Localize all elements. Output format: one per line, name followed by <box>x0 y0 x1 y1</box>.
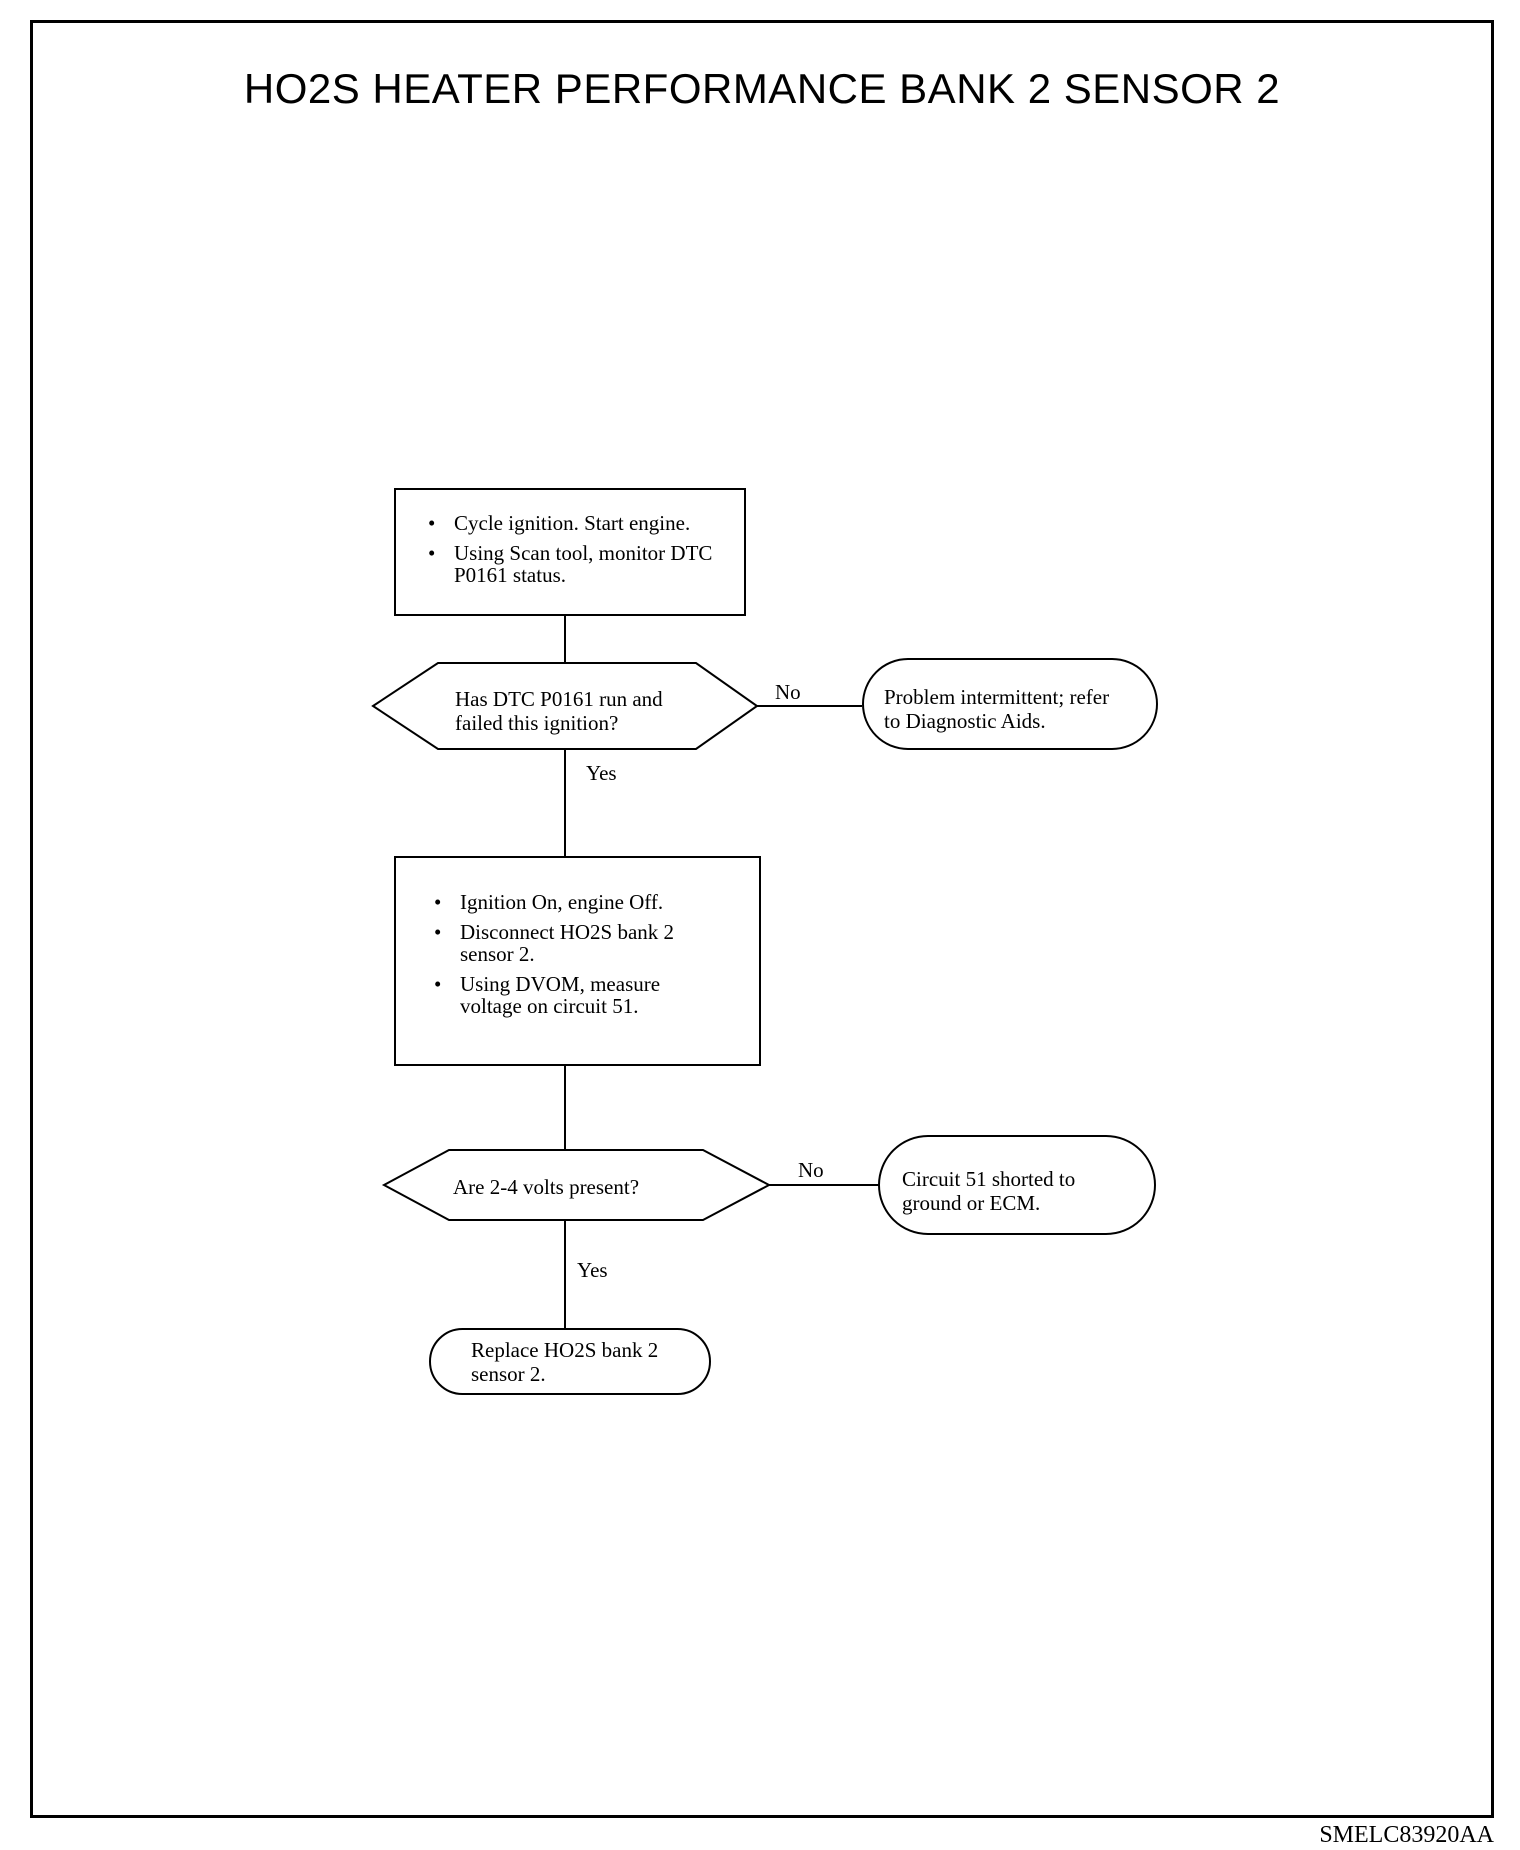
decision1-yes-label: Yes <box>586 761 617 785</box>
decision1-question: Has DTC P0161 run and failed this igniti… <box>455 687 663 735</box>
decision2-yes-result: Replace HO2S bank 2 sensor 2. <box>429 1328 711 1395</box>
decision2-no-result-text: Circuit 51 shorted to ground or ECM. <box>902 1167 1076 1215</box>
decision1-no-result: Problem intermittent; refer to Diagnosti… <box>862 658 1158 750</box>
decision2-yes-result-text: Replace HO2S bank 2 sensor 2. <box>471 1338 659 1386</box>
step1-item: •Using Scan tool, monitor DTC P0161 stat… <box>428 541 713 587</box>
decision2-yes-label: Yes <box>577 1258 608 1282</box>
decision1-no-result-text: Problem intermittent; refer to Diagnosti… <box>884 685 1110 733</box>
step1-item: •Cycle ignition. Start engine. <box>428 511 691 535</box>
figure-code: SMELC83920AA <box>1319 1822 1494 1848</box>
step2-item: •Using DVOM, measure voltage on circuit … <box>434 972 661 1018</box>
decision2-no-result: Circuit 51 shorted to ground or ECM. <box>878 1135 1156 1235</box>
step2-box: •Ignition On, engine Off. •Disconnect HO… <box>394 856 761 1066</box>
step2-item: •Disconnect HO2S bank 2 sensor 2. <box>434 920 675 966</box>
decision2-question: Are 2-4 volts present? <box>453 1175 640 1199</box>
decision1-no-label: No <box>775 680 801 704</box>
page-title: HO2S HEATER PERFORMANCE BANK 2 SENSOR 2 <box>243 65 1281 112</box>
page-frame <box>30 20 1494 1818</box>
step1-box: •Cycle ignition. Start engine. •Using Sc… <box>394 488 746 616</box>
step2-item: •Ignition On, engine Off. <box>434 890 664 914</box>
decision2-no-label: No <box>798 1158 824 1182</box>
